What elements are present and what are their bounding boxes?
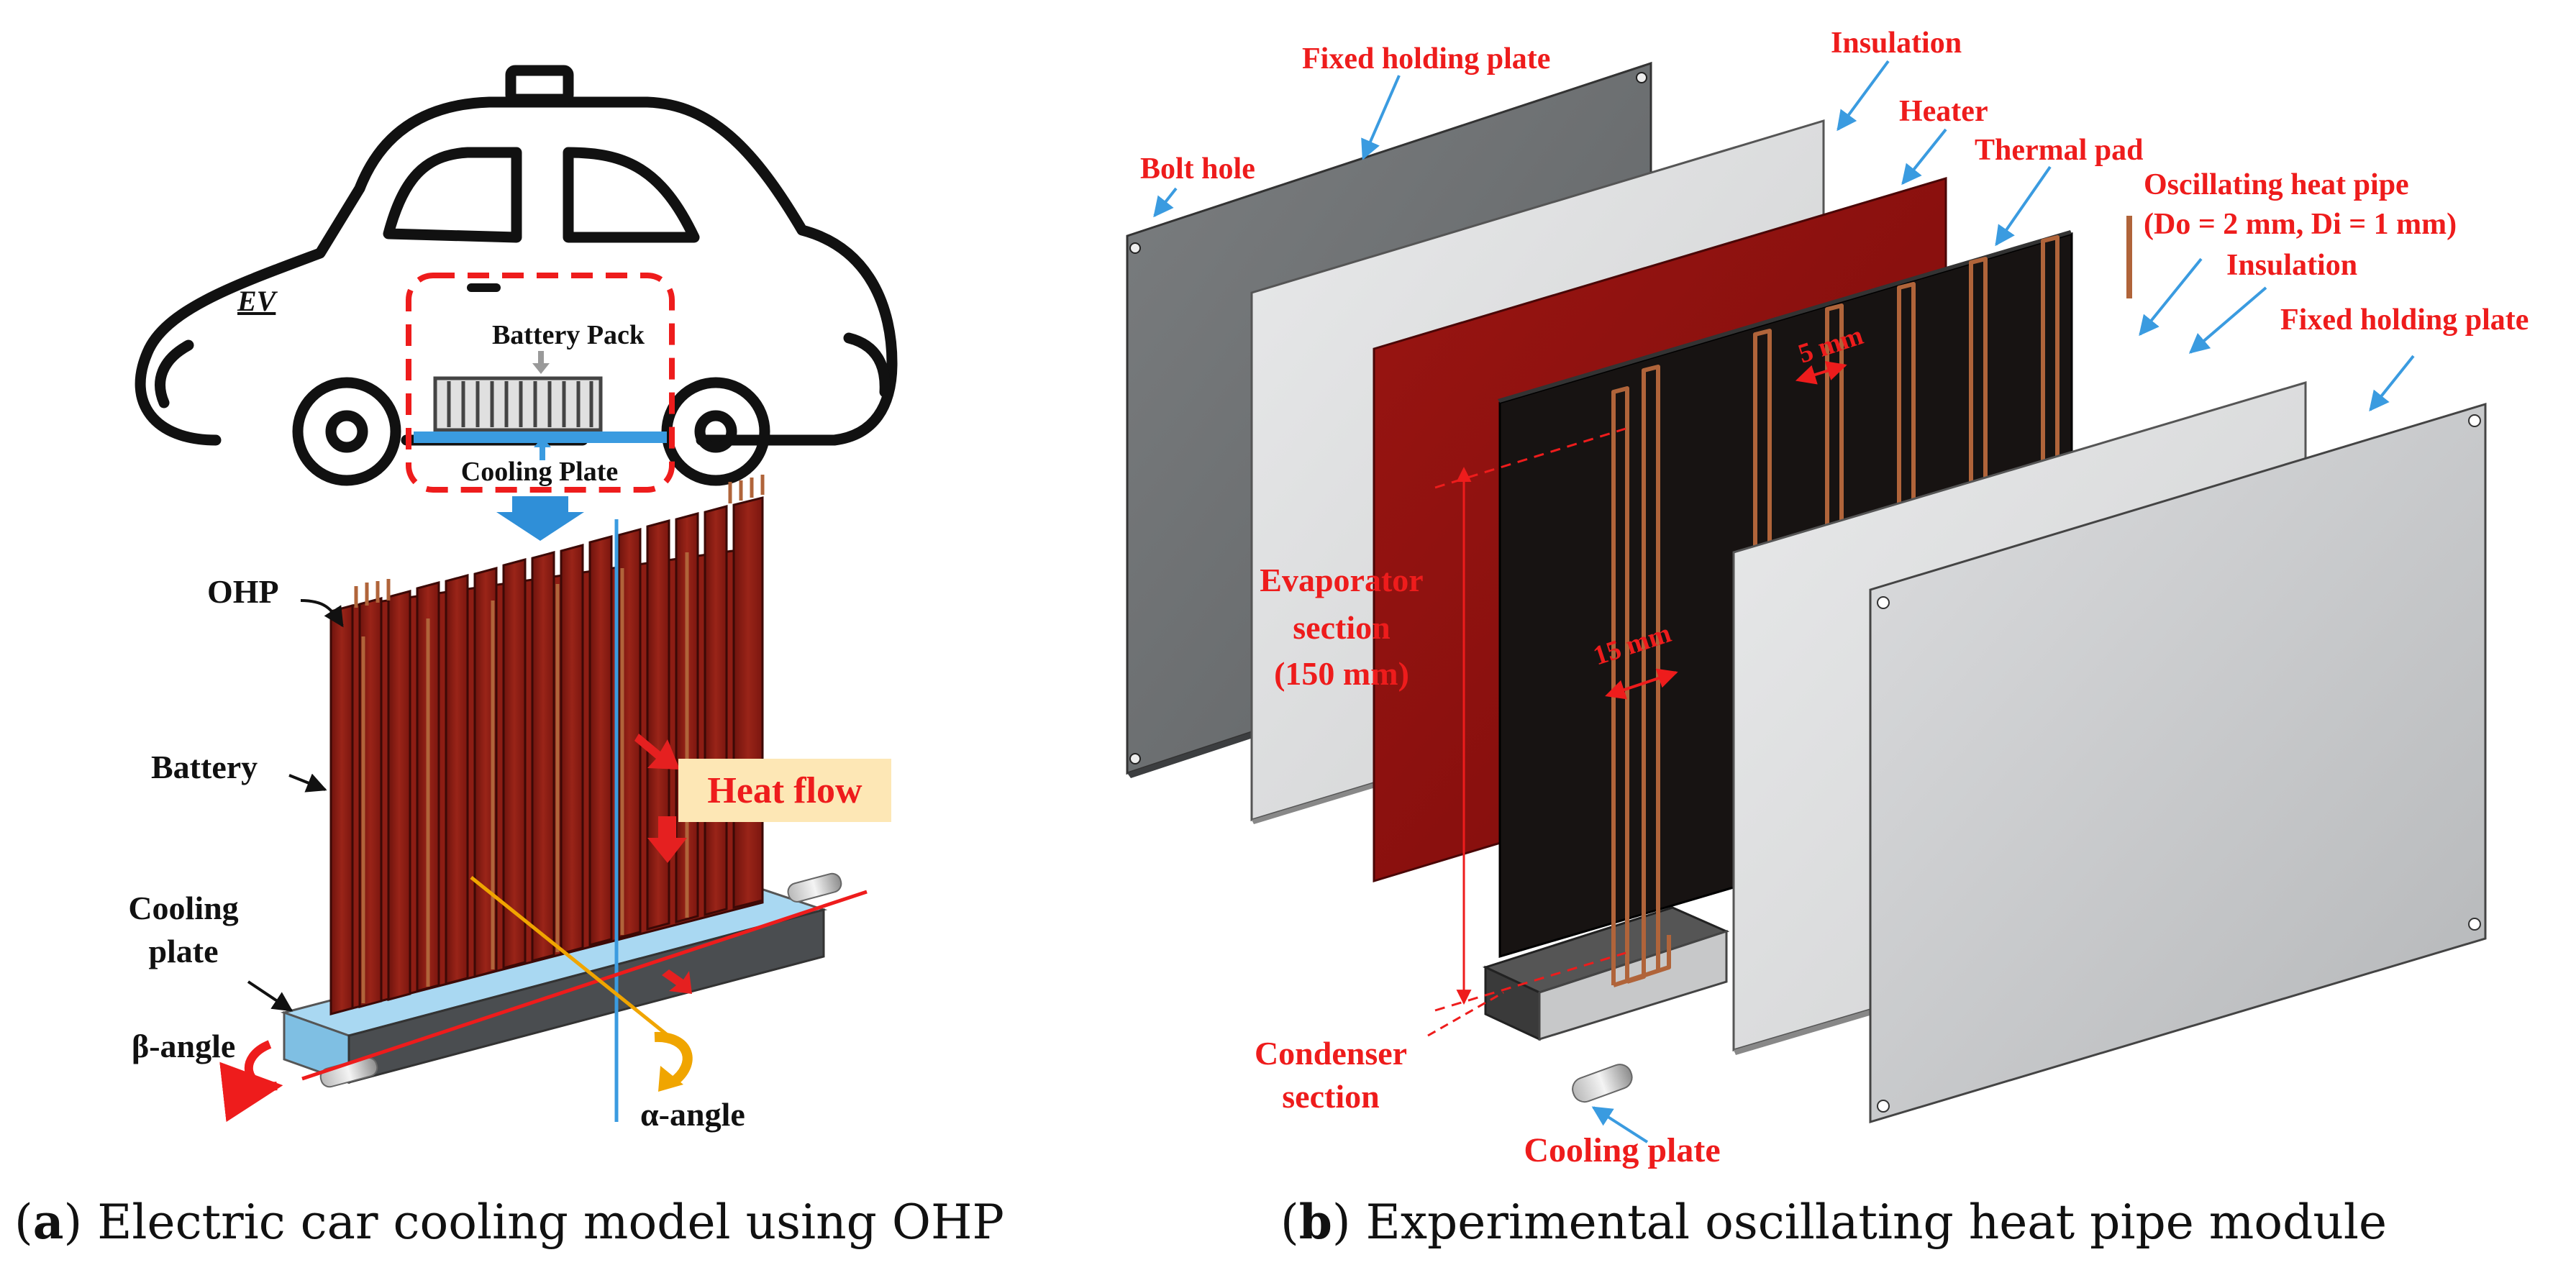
dim-5mm-line (1795, 361, 1847, 385)
car-headlight (843, 332, 891, 398)
insulation-front-label: Insulation (2226, 249, 2357, 282)
battery-pack-label: Battery Pack (492, 320, 645, 350)
battery-pack-highlight (406, 273, 675, 493)
fixed-plate-front-label: Fixed holding plate (2280, 303, 2529, 337)
car-roof-sign (505, 65, 574, 105)
caption-b-letter: b (1298, 1194, 1332, 1250)
heater-label: Heater (1899, 95, 1988, 128)
ohp-label: OHP (207, 573, 279, 610)
battery-label: Battery (151, 749, 258, 785)
insulation-back-label: Insulation (1831, 27, 1962, 60)
condenser-leader (1427, 991, 1504, 1037)
evaporator-label-3: (150 mm) (1274, 655, 1409, 692)
panel-b: Bolt hole Fixed holding plate Insulation… (1126, 27, 2529, 1169)
car-cooling-plate (414, 432, 667, 443)
panel-b-leaders (1153, 60, 2415, 1143)
ohp-tubes (354, 475, 765, 1003)
car-wheel-front-hub (694, 410, 737, 453)
caption-a-letter: a (32, 1194, 64, 1250)
battery-leader (288, 773, 327, 793)
car-window-front (563, 147, 700, 243)
condenser-label-1: Condenser (1255, 1035, 1407, 1072)
caption-b: (b) Experimental oscillating heat pipe m… (1280, 1194, 2388, 1250)
car-ev-badge: EV (237, 285, 278, 317)
heat-flow-arrow-3 (662, 969, 692, 994)
cooling-plate-label-2: plate (148, 933, 218, 969)
evaporator-label-1: Evaporator (1260, 562, 1423, 598)
cooling-plate-leader (247, 980, 293, 1012)
beta-rotation-arrow (219, 1040, 283, 1123)
beta-axis-line (301, 890, 868, 1081)
alpha-angle-label: α-angle (640, 1096, 745, 1133)
beta-angle-label: β-angle (132, 1028, 235, 1064)
thermal-pad-label: Thermal pad (1975, 134, 2144, 167)
heat-flow-arrow-1 (634, 734, 680, 770)
caption-a: (a) Electric car cooling model using OHP (14, 1194, 1004, 1250)
heat-flow-box (678, 759, 891, 822)
fixed-holding-plate-front (1869, 402, 2487, 1124)
battery-pack-cells (433, 376, 603, 432)
car-wheel-rear (292, 377, 401, 486)
test-cooling-plate (1482, 906, 1730, 1103)
cooling-plate-inset-label: Cooling Plate (461, 457, 618, 487)
alpha-rotation-arrow (654, 1031, 693, 1087)
battery-pack-arrow (532, 351, 550, 374)
caption-b-text: Experimental oscillating heat pipe modul… (1365, 1195, 2388, 1250)
condenser-label-2: section (1282, 1078, 1379, 1115)
car-wheel-rear-hub (325, 410, 368, 453)
car-wheel-front (661, 377, 770, 486)
oscillating-heat-pipe (1611, 216, 2132, 987)
battery-module: Heat flow (219, 475, 891, 1123)
outlet-pipe (787, 872, 842, 903)
ohp-spec-label-1: Oscillating heat pipe (2144, 168, 2409, 201)
heat-flow-arrow-2 (647, 816, 687, 863)
cooling-plate-arrow (534, 437, 551, 460)
ohp-spec-label-2: (Do = 2 mm, Di = 1 mm) (2144, 208, 2457, 241)
ohp-leader (300, 599, 344, 628)
fixed-plate-back-label: Fixed holding plate (1302, 42, 1550, 76)
alpha-axis-line (470, 876, 674, 1041)
cooling-plate-label-1: Cooling (128, 890, 238, 926)
heat-flow-label: Heat flow (707, 770, 863, 811)
cooling-plate-b-label: Cooling plate (1524, 1131, 1720, 1169)
panel-a: EV Battery Pack Cooling Plate (128, 65, 898, 1133)
zoom-arrow (496, 496, 584, 541)
evaporator-label-2: section (1293, 609, 1390, 646)
dim-15mm-line (1605, 668, 1678, 700)
caption-a-text: Electric car cooling model using OHP (97, 1195, 1004, 1250)
alpha-rotation-arrowhead (658, 1066, 683, 1092)
bolt-hole-label: Bolt hole (1140, 152, 1255, 186)
car-window-rear (383, 147, 522, 243)
car-taillight (155, 339, 194, 408)
